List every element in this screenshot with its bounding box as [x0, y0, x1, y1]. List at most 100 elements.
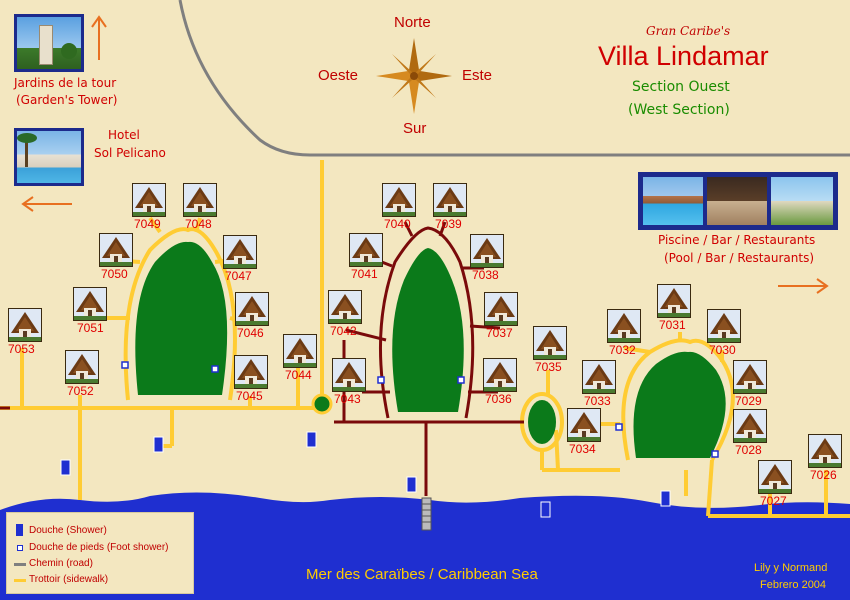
cabin-7050[interactable]: [99, 233, 133, 267]
shower-icon: [60, 459, 71, 476]
legend-foot-shower: Douche de pieds (Foot shower): [29, 542, 169, 553]
cabin-7037[interactable]: [484, 292, 518, 326]
cabin-7052[interactable]: [65, 350, 99, 384]
cabin-7036[interactable]: [483, 358, 517, 392]
compass-east: Este: [462, 67, 493, 84]
cabin-label-7029: 7029: [735, 394, 762, 408]
cabin-7044[interactable]: [283, 334, 317, 368]
tower-label-en: (Garden's Tower): [16, 93, 118, 107]
cabin-label-7045: 7045: [236, 389, 263, 403]
cabin-7043[interactable]: [332, 358, 366, 392]
cabin-7047[interactable]: [223, 235, 257, 269]
cabin-label-7052: 7052: [67, 384, 94, 398]
cabin-7038[interactable]: [470, 234, 504, 268]
pier-planks: [422, 503, 431, 523]
cabin-label-7034: 7034: [569, 442, 596, 456]
cabin-icon: [133, 184, 165, 216]
cabin-label-7053: 7053: [8, 342, 35, 356]
shower-icon: [540, 501, 551, 518]
shower-icon: [16, 524, 23, 536]
cabin-icon: [100, 234, 132, 266]
page-title: Villa Lindamar: [598, 41, 769, 71]
cabin-7041[interactable]: [349, 233, 383, 267]
cabin-icon: [734, 361, 766, 393]
cabin-7046[interactable]: [235, 292, 269, 326]
cabin-7040[interactable]: [382, 183, 416, 217]
cabin-7051[interactable]: [73, 287, 107, 321]
foot-shower-icon: [17, 545, 23, 551]
cabin-label-7048: 7048: [185, 217, 212, 231]
cabin-7039[interactable]: [433, 183, 467, 217]
pool-photos[interactable]: [638, 172, 838, 230]
cabin-7033[interactable]: [582, 360, 616, 394]
pier: [421, 497, 432, 531]
cabin-label-7039: 7039: [435, 217, 462, 231]
garden-small: [528, 400, 556, 444]
cabin-7053[interactable]: [8, 308, 42, 342]
section-label-en: (West Section): [628, 102, 730, 118]
cabin-label-7049: 7049: [134, 217, 161, 231]
cabin-label-7038: 7038: [472, 268, 499, 282]
bar-photo: [707, 177, 767, 225]
legend-shower: Douche (Shower): [29, 525, 107, 536]
credit-date: Febrero 2004: [760, 579, 827, 591]
legend-sidewalk: Trottoir (sidewalk): [29, 574, 109, 585]
roundabout: [311, 393, 333, 415]
road-swatch-icon: [14, 563, 26, 566]
cabin-7027[interactable]: [758, 460, 792, 494]
cabin-icon: [608, 310, 640, 342]
cabin-label-7026: 7026: [810, 468, 837, 482]
foot-shower-icon: [711, 450, 719, 458]
cabin-icon: [329, 291, 361, 323]
foot-shower-icon: [211, 365, 219, 373]
cabin-7031[interactable]: [657, 284, 691, 318]
hotel-label-line1: Hotel: [108, 128, 140, 142]
main-road: [178, 0, 850, 157]
tree-icon: [61, 43, 77, 59]
brand-label: Gran Caribe's: [646, 24, 731, 38]
foot-shower-icon: [377, 376, 385, 384]
cabin-label-7042: 7042: [330, 324, 357, 338]
cabin-7048[interactable]: [183, 183, 217, 217]
cabin-icon: [236, 293, 268, 325]
legend: Douche (Shower) Douche de pieds (Foot sh…: [6, 512, 194, 594]
arrow-right-icon: [778, 278, 829, 294]
cabin-icon: [434, 184, 466, 216]
section-label-fr: Section Ouest: [632, 79, 730, 95]
pool-photo: [643, 177, 703, 225]
cabin-icon: [284, 335, 316, 367]
cabin-label-7027: 7027: [760, 494, 787, 508]
compass-south: Sur: [403, 120, 427, 137]
pool-label-en: (Pool / Bar / Restaurants): [664, 251, 814, 265]
cabin-icon: [809, 435, 841, 467]
direction-arrows: [21, 15, 829, 294]
cabin-7034[interactable]: [567, 408, 601, 442]
cabin-icon: [583, 361, 615, 393]
cabin-7042[interactable]: [328, 290, 362, 324]
cabin-icon: [534, 327, 566, 359]
shower-icon: [406, 476, 417, 493]
cabin-icon: [658, 285, 690, 317]
foot-shower-icon: [457, 376, 465, 384]
arrow-left-icon: [21, 196, 72, 212]
cabin-7030[interactable]: [707, 309, 741, 343]
cabin-label-7051: 7051: [77, 321, 104, 335]
arrow-up-icon: [91, 15, 107, 60]
compass-west: Oeste: [318, 67, 359, 84]
cabin-icon: [350, 234, 382, 266]
cabin-7029[interactable]: [733, 360, 767, 394]
tower-photo[interactable]: [14, 14, 84, 72]
cabin-7032[interactable]: [607, 309, 641, 343]
restaurant-photo: [771, 177, 833, 225]
cabin-label-7040: 7040: [384, 217, 411, 231]
cabin-label-7044: 7044: [285, 368, 312, 382]
hotel-label-line2: Sol Pelicano: [94, 146, 166, 160]
cabin-7028[interactable]: [733, 409, 767, 443]
cabin-7049[interactable]: [132, 183, 166, 217]
hotel-photo[interactable]: [14, 128, 84, 186]
cabin-7035[interactable]: [533, 326, 567, 360]
cabin-icon: [184, 184, 216, 216]
cabin-7045[interactable]: [234, 355, 268, 389]
cabin-7026[interactable]: [808, 434, 842, 468]
